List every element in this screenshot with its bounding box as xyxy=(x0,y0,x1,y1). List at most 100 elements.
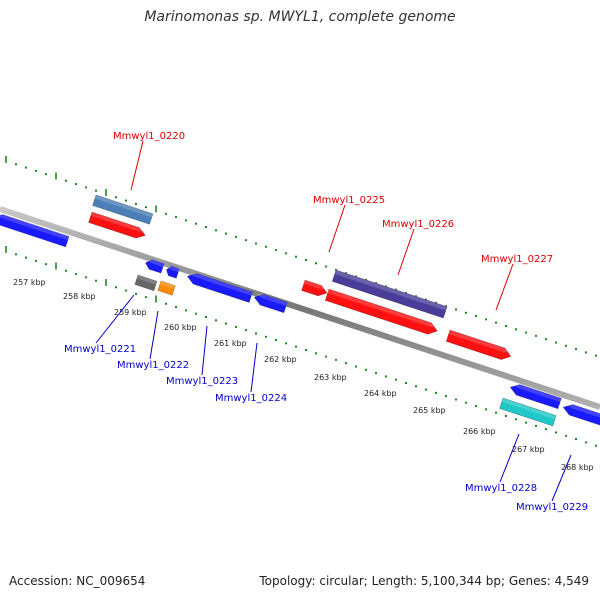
minor-tick xyxy=(85,276,87,279)
minor-tick xyxy=(475,405,477,408)
scale-label: 259 kbp xyxy=(114,308,147,317)
minor-tick xyxy=(35,259,37,262)
minor-tick xyxy=(575,348,577,351)
minor-tick xyxy=(465,311,467,314)
gene-labels: Mmwyl1_0220Mmwyl1_0221Mmwyl1_0222Mmwyl1_… xyxy=(64,131,588,513)
minor-tick xyxy=(65,269,67,272)
minor-tick xyxy=(265,245,267,248)
minor-tick xyxy=(495,321,497,324)
minor-tick xyxy=(405,381,407,384)
minor-tick xyxy=(505,414,507,417)
minor-tick xyxy=(305,258,307,261)
minor-tick xyxy=(445,395,447,398)
scale-label: 257 kbp xyxy=(13,278,46,287)
minor-tick xyxy=(345,272,347,275)
minor-tick xyxy=(45,263,47,266)
gene-feature-orange xyxy=(157,280,176,296)
genome-backbone xyxy=(0,206,600,410)
minor-tick xyxy=(305,348,307,351)
minor-tick xyxy=(15,163,17,166)
minor-tick xyxy=(215,319,217,322)
gene-label[interactable]: Mmwyl1_0223 xyxy=(166,376,238,387)
minor-tick xyxy=(505,324,507,327)
minor-tick xyxy=(315,352,317,355)
scale-label: 265 kbp xyxy=(413,406,446,415)
map-title: Marinomonas sp. MWYL1, complete genome xyxy=(144,9,456,25)
gene-feature-0224 xyxy=(253,293,288,314)
minor-tick xyxy=(465,401,467,404)
minor-tick xyxy=(25,166,27,169)
scale-label: 263 kbp xyxy=(314,373,347,382)
minor-tick xyxy=(15,253,17,256)
gene-label[interactable]: Mmwyl1_0229 xyxy=(516,502,588,513)
gene-feature-cyan xyxy=(499,397,557,427)
gene-label[interactable]: Mmwyl1_0226 xyxy=(382,219,454,230)
minor-tick xyxy=(395,378,397,381)
gene-label[interactable]: Mmwyl1_0228 xyxy=(465,483,537,494)
minor-tick xyxy=(375,282,377,285)
minor-tick xyxy=(275,339,277,342)
minor-tick xyxy=(295,255,297,258)
minor-tick xyxy=(335,268,337,271)
gene-leader-line xyxy=(250,342,258,393)
gene-leader-line xyxy=(95,294,135,344)
minor-tick xyxy=(525,331,527,334)
minor-tick xyxy=(405,291,407,294)
minor-tick xyxy=(115,286,117,289)
gene-label[interactable]: Mmwyl1_0221 xyxy=(64,344,136,355)
minor-tick xyxy=(245,239,247,242)
gene-label[interactable]: Mmwyl1_0225 xyxy=(313,195,385,206)
minor-tick xyxy=(285,252,287,255)
gene-feature-blue xyxy=(0,213,70,248)
minor-tick xyxy=(235,325,237,328)
gene-leader-line xyxy=(149,310,159,360)
minor-tick xyxy=(175,306,177,309)
minor-tick xyxy=(335,358,337,361)
minor-tick xyxy=(95,189,97,192)
minor-tick xyxy=(585,351,587,354)
minor-tick xyxy=(565,344,567,347)
minor-tick xyxy=(225,322,227,325)
minor-tick xyxy=(345,362,347,365)
minor-tick xyxy=(265,335,267,338)
minor-tick xyxy=(65,179,67,182)
gene-label[interactable]: Mmwyl1_0227 xyxy=(481,254,553,265)
scale-label: 261 kbp xyxy=(214,339,247,348)
minor-tick xyxy=(45,173,47,176)
minor-tick xyxy=(275,249,277,252)
minor-tick xyxy=(435,391,437,394)
minor-tick xyxy=(325,265,327,268)
minor-tick xyxy=(495,411,497,414)
scale-label: 260 kbp xyxy=(164,323,197,332)
minor-tick xyxy=(525,421,527,424)
gene-feature-red-small xyxy=(301,279,329,297)
scale-label: 258 kbp xyxy=(63,292,96,301)
minor-tick xyxy=(365,368,367,371)
gene-leader-line xyxy=(130,140,144,191)
minor-tick xyxy=(575,438,577,441)
gene-leader-line xyxy=(499,433,520,483)
minor-tick xyxy=(555,341,557,344)
inner-tick-track xyxy=(5,245,597,447)
minor-tick xyxy=(185,219,187,222)
minor-tick xyxy=(175,216,177,219)
gene-leader-line xyxy=(201,325,208,376)
minor-tick xyxy=(195,312,197,315)
minor-tick xyxy=(245,329,247,332)
gene-leader-line xyxy=(495,263,514,311)
gene-label[interactable]: Mmwyl1_0224 xyxy=(215,393,287,404)
minor-tick xyxy=(75,273,77,276)
minor-tick xyxy=(145,296,147,299)
minor-tick xyxy=(215,229,217,232)
minor-tick xyxy=(185,309,187,312)
gene-label[interactable]: Mmwyl1_0222 xyxy=(117,360,189,371)
gene-label[interactable]: Mmwyl1_0220 xyxy=(113,131,185,142)
gene-feature-gray xyxy=(134,274,158,292)
minor-tick xyxy=(115,196,117,199)
minor-tick xyxy=(585,441,587,444)
minor-tick xyxy=(135,292,137,295)
minor-tick xyxy=(595,354,597,357)
gene-feature-0226 xyxy=(324,288,439,335)
minor-tick xyxy=(135,202,137,205)
